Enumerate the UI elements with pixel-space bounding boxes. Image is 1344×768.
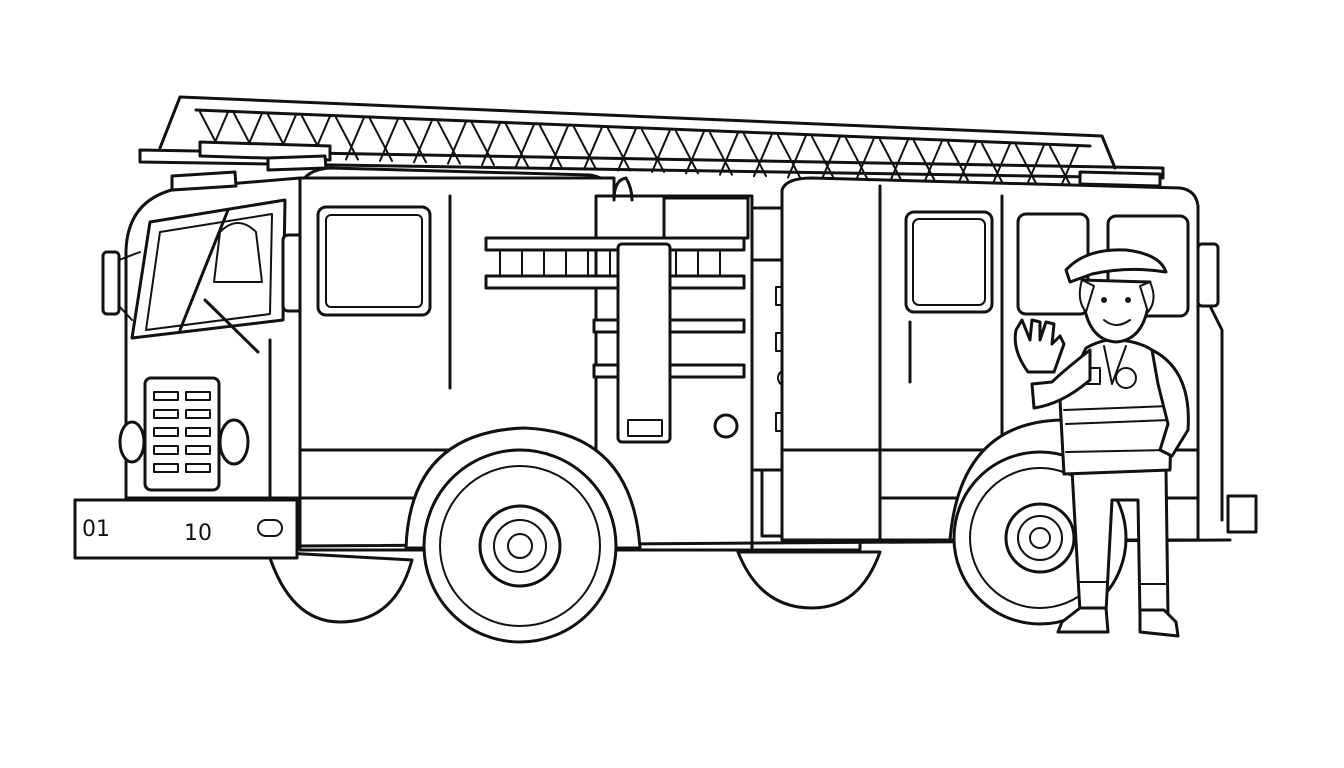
truck-cab bbox=[101, 154, 328, 502]
ladder-rung bbox=[651, 128, 671, 173]
ladder-rung bbox=[549, 124, 569, 169]
ladder-rung bbox=[981, 142, 1005, 187]
grille-slot bbox=[185, 391, 211, 401]
ladder-rung bbox=[923, 139, 943, 184]
ladder-rung bbox=[369, 117, 393, 162]
ladder-rung bbox=[811, 135, 835, 180]
boot-left bbox=[1056, 606, 1110, 634]
grille bbox=[143, 376, 221, 492]
grille-slot bbox=[185, 445, 211, 455]
headlight-right bbox=[218, 418, 250, 466]
wheel-front bbox=[422, 448, 618, 644]
ladder-rung bbox=[437, 120, 461, 165]
boot-right bbox=[1138, 608, 1180, 638]
bell-icon bbox=[213, 222, 263, 283]
ladder-rung bbox=[709, 131, 733, 176]
ladder-rung bbox=[845, 137, 869, 182]
headlight-left bbox=[118, 420, 146, 464]
ladder-rung bbox=[607, 127, 631, 172]
ladder-rung bbox=[583, 126, 603, 171]
side-window-front bbox=[316, 205, 432, 317]
ladder-rung bbox=[719, 131, 739, 176]
ladder-rung bbox=[481, 122, 501, 167]
ladder-rung bbox=[685, 130, 705, 175]
firefighter-cap bbox=[1064, 248, 1168, 284]
eye-left bbox=[1101, 297, 1107, 303]
ladder-rung bbox=[539, 124, 563, 169]
ladder-rung bbox=[991, 142, 1011, 187]
ladder-rung bbox=[821, 135, 841, 180]
emblem-icon bbox=[1115, 367, 1137, 389]
ladder-rung bbox=[379, 117, 399, 162]
ladder-rung bbox=[1015, 144, 1039, 189]
wheel-back-left bbox=[266, 550, 414, 624]
firefighter bbox=[1013, 248, 1190, 638]
firefighter-arm-right bbox=[1150, 348, 1190, 458]
waving-hand bbox=[1013, 318, 1066, 374]
rear-light bbox=[1196, 242, 1220, 308]
side-window-rear-1 bbox=[904, 210, 994, 314]
ladder-rung bbox=[1059, 145, 1079, 190]
grille-slot bbox=[153, 445, 179, 455]
ladder-rung bbox=[787, 134, 807, 179]
grille-slot bbox=[153, 463, 179, 473]
grille-slot bbox=[185, 427, 211, 437]
ladder-rung bbox=[753, 133, 773, 178]
ladder-rung bbox=[413, 119, 433, 164]
ladder-rung bbox=[403, 119, 427, 164]
ladder-rung bbox=[855, 137, 875, 182]
ladder-rung bbox=[345, 116, 365, 161]
ladder-rung bbox=[573, 126, 597, 171]
front-bumper: 01 10 bbox=[73, 498, 299, 560]
ladder-rung bbox=[505, 123, 529, 168]
valve-knob bbox=[713, 413, 739, 439]
ladder-rung bbox=[617, 127, 637, 172]
ladder-rung bbox=[777, 134, 801, 179]
wheel-back-middle bbox=[736, 550, 882, 610]
ladder-rung bbox=[947, 141, 971, 186]
eye-right bbox=[1125, 297, 1131, 303]
equipment-box bbox=[662, 196, 750, 240]
ladder-rung bbox=[447, 120, 467, 165]
grille-slot bbox=[153, 409, 179, 419]
grille-slot bbox=[185, 409, 211, 419]
mirror-left bbox=[101, 250, 121, 316]
smile bbox=[1103, 319, 1131, 326]
ladder bbox=[138, 95, 1165, 190]
ladder-rung bbox=[957, 141, 977, 186]
ladder-rung bbox=[879, 138, 903, 183]
ladder-rung bbox=[889, 138, 909, 183]
bumper-number-left: 01 bbox=[82, 517, 110, 542]
ladder-rung bbox=[515, 123, 535, 168]
rack-rail-middle bbox=[484, 274, 746, 290]
bumper-number-right: 10 bbox=[184, 521, 212, 546]
ladder-rung bbox=[913, 139, 937, 184]
grille-slot bbox=[185, 463, 211, 473]
rear-bumper bbox=[1226, 494, 1258, 534]
rack-rail-top bbox=[484, 236, 746, 252]
hose-slot bbox=[616, 242, 672, 444]
ladder-rung bbox=[743, 133, 767, 178]
windshield-wiper bbox=[178, 208, 260, 354]
ladder-rung bbox=[1025, 144, 1045, 189]
firefighter-arm-left bbox=[1030, 348, 1092, 410]
ladder-rung bbox=[335, 116, 359, 161]
ladder-rung bbox=[471, 122, 495, 167]
ladder-rung bbox=[1049, 145, 1073, 190]
ladder-rung bbox=[641, 128, 665, 173]
grille-slot bbox=[153, 427, 179, 437]
ladder-rung bbox=[675, 130, 699, 175]
grille-slot bbox=[153, 391, 179, 401]
